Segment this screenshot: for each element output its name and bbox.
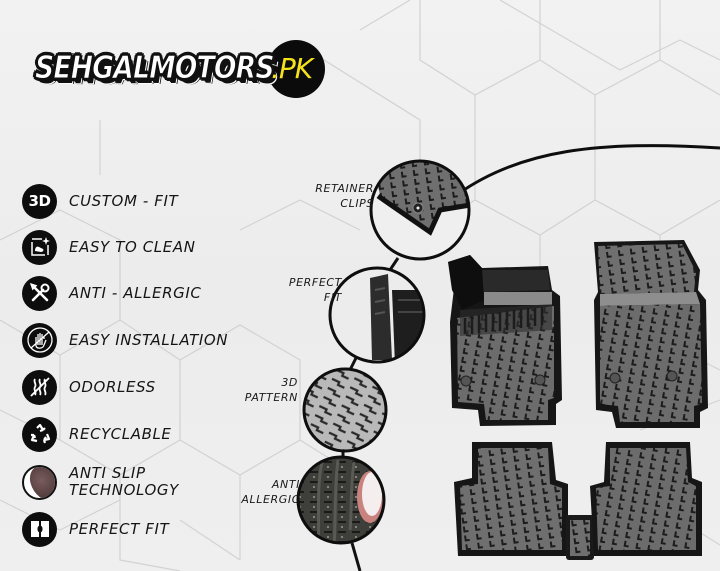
hand-stop-icon xyxy=(22,322,57,358)
callout-label-anti-allergic: ANTI ALLERGIC xyxy=(241,478,300,506)
mat-rear-left xyxy=(454,442,568,556)
feature-label: ODORLESS xyxy=(69,377,156,396)
hand-wipe-icon xyxy=(22,229,57,265)
mat-front-left xyxy=(448,255,562,426)
anti-slip-texture-icon xyxy=(22,464,57,500)
recycle-icon xyxy=(22,416,57,452)
feature-anti-slip: ANTI SLIP TECHNOLOGY xyxy=(22,464,179,500)
feature-label: RECYCLABLE xyxy=(69,424,172,443)
feature-custom-fit: 3D CUSTOM - FIT xyxy=(22,183,178,219)
feature-easy-installation: EASY INSTALLATION xyxy=(22,322,228,358)
feature-perfect-fit: PERFECT FIT xyxy=(22,511,169,547)
callout-circle-anti-allergic xyxy=(296,455,386,545)
logo-wordmark: SEHGALMOTORS xyxy=(35,50,275,87)
feature-label: ANTI SLIP TECHNOLOGY xyxy=(69,464,179,499)
puzzle-fit-icon xyxy=(22,511,57,547)
callout-circle-3d-pattern xyxy=(302,367,388,453)
mat-front-right xyxy=(594,240,708,428)
logo-tld: .PK xyxy=(271,52,313,85)
feature-odorless: ODORLESS xyxy=(22,369,156,405)
connector-arc xyxy=(457,144,720,196)
feature-label: EASY INSTALLATION xyxy=(69,330,229,349)
mat-rear-right xyxy=(590,442,702,556)
odor-waves-crossed-icon xyxy=(22,369,57,405)
mat-rear-center xyxy=(566,515,594,560)
feature-easy-to-clean: EASY TO CLEAN xyxy=(22,229,196,265)
brand-logo: SEHGALMOTORS .PK xyxy=(35,40,335,98)
logo-badge-circle xyxy=(267,40,325,98)
feature-label: EASY TO CLEAN xyxy=(69,237,196,256)
feature-label: CUSTOM - FIT xyxy=(69,191,179,210)
feature-label: PERFECT FIT xyxy=(69,519,170,538)
feature-label: ANTI - ALLERGIC xyxy=(69,283,202,302)
callout-circle-perfect-fit xyxy=(328,266,426,364)
callout-circle-retainer-clips xyxy=(369,159,471,261)
callout-label-3d-pattern: 3D PATTERN xyxy=(244,376,298,404)
callout-label-perfect-fit: PERFECT FIT xyxy=(288,276,342,304)
feature-recyclable: RECYCLABLE xyxy=(22,416,172,452)
feature-anti-allergic: ANTI - ALLERGIC xyxy=(22,275,201,311)
wrench-screwdriver-icon xyxy=(22,275,57,311)
3d-icon: 3D xyxy=(22,183,57,219)
callout-label-retainer-clips: RETAINER CLIPS xyxy=(315,182,374,210)
